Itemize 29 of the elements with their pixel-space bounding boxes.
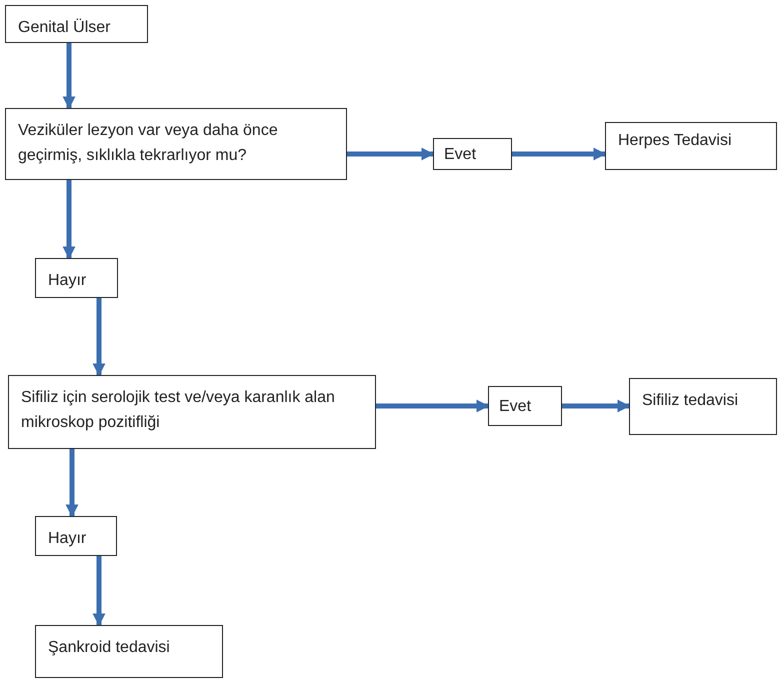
arrow: [347, 148, 434, 160]
box-label: Evet: [499, 397, 532, 417]
box-label: Herpes Tedavisi: [618, 131, 733, 151]
box-label: Sifiliz tedavisi: [642, 391, 740, 411]
process-box: [35, 258, 118, 298]
process-box: [433, 138, 512, 170]
arrow: [562, 400, 630, 412]
process-box: [35, 516, 117, 556]
box-label: Hayır: [48, 271, 88, 291]
arrow: [512, 148, 606, 160]
process-box: [5, 108, 347, 180]
process-box: [605, 122, 777, 170]
box-label: Genital Ülser: [18, 18, 112, 38]
arrow: [92, 298, 106, 376]
process-box: [488, 386, 562, 426]
box-label: Sifiliz için serolojik test ve/veya karanlık alan mikroskop pozitifliği: [21, 388, 336, 433]
process-box: [35, 625, 223, 678]
arrow: [92, 556, 106, 626]
box-label: Şankroid tedavisi: [48, 638, 171, 658]
box-label: Evet: [444, 145, 478, 165]
box-label: Veziküler lezyon var veya daha önce geçirmiş, sıklıkla tekrarlıyor mu?: [18, 121, 279, 166]
arrow: [376, 400, 490, 412]
arrow: [62, 180, 76, 260]
box-label: Hayır: [48, 529, 88, 549]
process-box: [629, 378, 777, 435]
arrow: [66, 449, 78, 518]
arrow: [62, 43, 76, 110]
process-box: [8, 375, 376, 449]
process-box: [5, 5, 148, 43]
